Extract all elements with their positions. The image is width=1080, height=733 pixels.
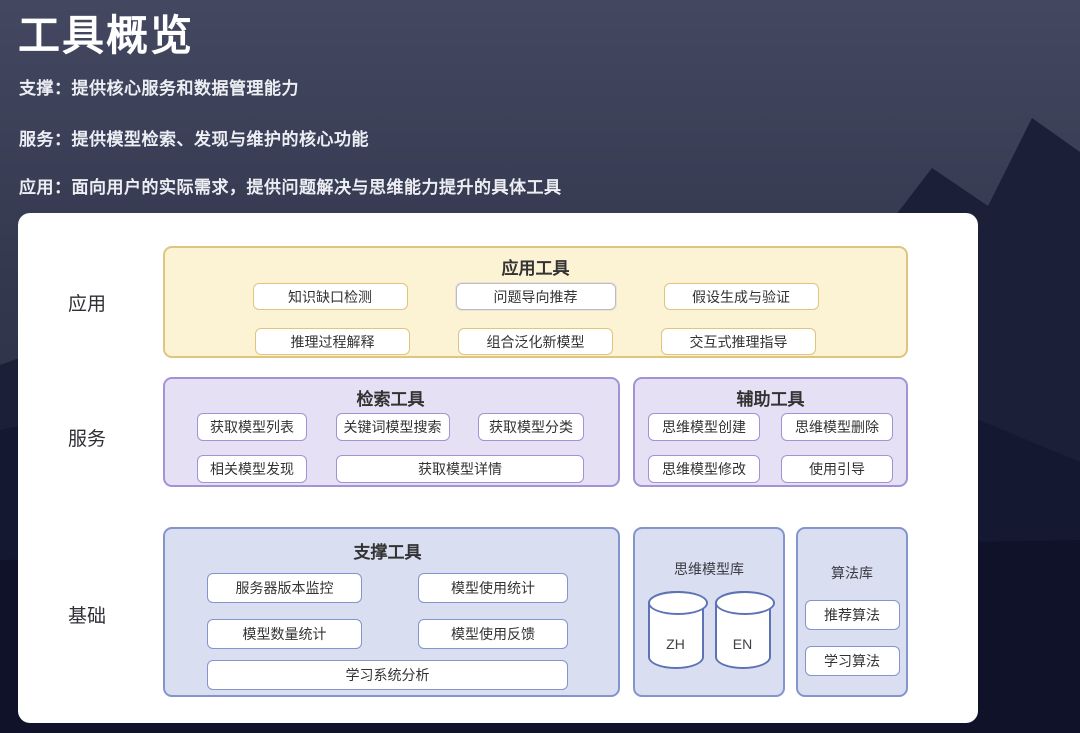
- get-model-list-button: 获取模型列表: [197, 413, 307, 441]
- auxiliary-tools-group: 辅助工具 思维模型创建 思维模型删除 思维模型修改 使用引导: [633, 377, 908, 487]
- database-row: ZH EN: [635, 591, 783, 669]
- auxiliary-tools-row-1: 思维模型创建 思维模型删除: [648, 413, 893, 441]
- support-tools-row-2: 模型数量统计 模型使用反馈: [207, 619, 568, 649]
- application-tools-row-1: 知识缺口检测 问题导向推荐 假设生成与验证: [165, 283, 906, 310]
- zh-database-cylinder: ZH: [647, 591, 708, 669]
- retrieval-tools-title: 检索工具: [356, 390, 425, 409]
- support-tools-title: 支撑工具: [353, 543, 422, 562]
- layer-label-application: 应用: [67, 294, 106, 315]
- modify-mental-model-button: 思维模型修改: [648, 455, 760, 483]
- model-usage-feedback-button: 模型使用反馈: [418, 619, 568, 649]
- delete-mental-model-button: 思维模型删除: [781, 413, 893, 441]
- retrieval-tools-row-2: 相关模型发现 获取模型详情: [197, 455, 584, 483]
- learning-algorithm-button: 学习算法: [804, 646, 900, 676]
- subtitle-service: 服务：提供模型检索、发现与维护的核心功能: [19, 130, 369, 149]
- mental-model-library-group: 思维模型库 ZH EN: [633, 527, 785, 697]
- interactive-reasoning-guidance-button: 交互式推理指导: [661, 328, 816, 355]
- auxiliary-tools-title: 辅助工具: [736, 390, 805, 409]
- problem-oriented-recommendation-button: 问题导向推荐: [455, 283, 616, 310]
- zh-database-label: ZH: [666, 636, 685, 652]
- related-model-discovery-button: 相关模型发现: [197, 455, 307, 483]
- support-tools-group: 支撑工具 服务器版本监控 模型使用统计 模型数量统计 模型使用反馈 学习系统分析: [163, 527, 620, 697]
- application-tools-title: 应用工具: [501, 259, 570, 278]
- en-database-label: EN: [732, 636, 753, 652]
- page-title: 工具概览: [18, 12, 195, 59]
- layer-label-service: 服务: [67, 429, 106, 450]
- mental-model-library-title: 思维模型库: [674, 561, 744, 577]
- support-tools-row-3: 学习系统分析: [207, 660, 568, 690]
- diagram-panel: 应用 服务 基础 应用工具 知识缺口检测 问题导向推荐 假设生成与验证 推理过程…: [18, 213, 978, 723]
- layer-label-foundation: 基础: [67, 606, 106, 627]
- server-version-monitoring-button: 服务器版本监控: [207, 573, 362, 603]
- usage-guide-button: 使用引导: [781, 455, 893, 483]
- retrieval-tools-group: 检索工具 获取模型列表 关键词模型搜索 获取模型分类 相关模型发现 获取模型详情: [163, 377, 620, 487]
- support-tools-row-1: 服务器版本监控 模型使用统计: [207, 573, 568, 603]
- auxiliary-tools-row-2: 思维模型修改 使用引导: [648, 455, 893, 483]
- en-database-cylinder: EN: [714, 591, 775, 669]
- get-model-details-button: 获取模型详情: [336, 455, 584, 483]
- application-tools-group: 应用工具 知识缺口检测 问题导向推荐 假设生成与验证 推理过程解释 组合泛化新模…: [163, 246, 908, 358]
- subtitle-support: 支撑：提供核心服务和数据管理能力: [19, 79, 299, 98]
- model-count-stats-button: 模型数量统计: [207, 619, 362, 649]
- model-usage-stats-button: 模型使用统计: [418, 573, 568, 603]
- application-tools-row-2: 推理过程解释 组合泛化新模型 交互式推理指导: [165, 328, 906, 355]
- create-mental-model-button: 思维模型创建: [648, 413, 760, 441]
- hypothesis-generation-validation-button: 假设生成与验证: [663, 283, 819, 310]
- compositional-generalization-button: 组合泛化新模型: [458, 328, 613, 355]
- knowledge-gap-detection-button: 知识缺口检测: [252, 283, 408, 310]
- learning-system-analysis-button: 学习系统分析: [207, 660, 568, 690]
- keyword-model-search-button: 关键词模型搜索: [335, 413, 450, 441]
- retrieval-tools-row-1: 获取模型列表 关键词模型搜索 获取模型分类: [197, 413, 584, 441]
- reasoning-process-explanation-button: 推理过程解释: [255, 328, 410, 355]
- recommendation-algorithm-button: 推荐算法: [804, 600, 900, 630]
- get-model-categories-button: 获取模型分类: [478, 413, 584, 441]
- algorithm-library-title: 算法库: [831, 565, 873, 581]
- algorithm-library-group: 算法库 推荐算法 学习算法: [796, 527, 908, 697]
- subtitle-application: 应用：面向用户的实际需求，提供问题解决与思维能力提升的具体工具: [19, 178, 562, 197]
